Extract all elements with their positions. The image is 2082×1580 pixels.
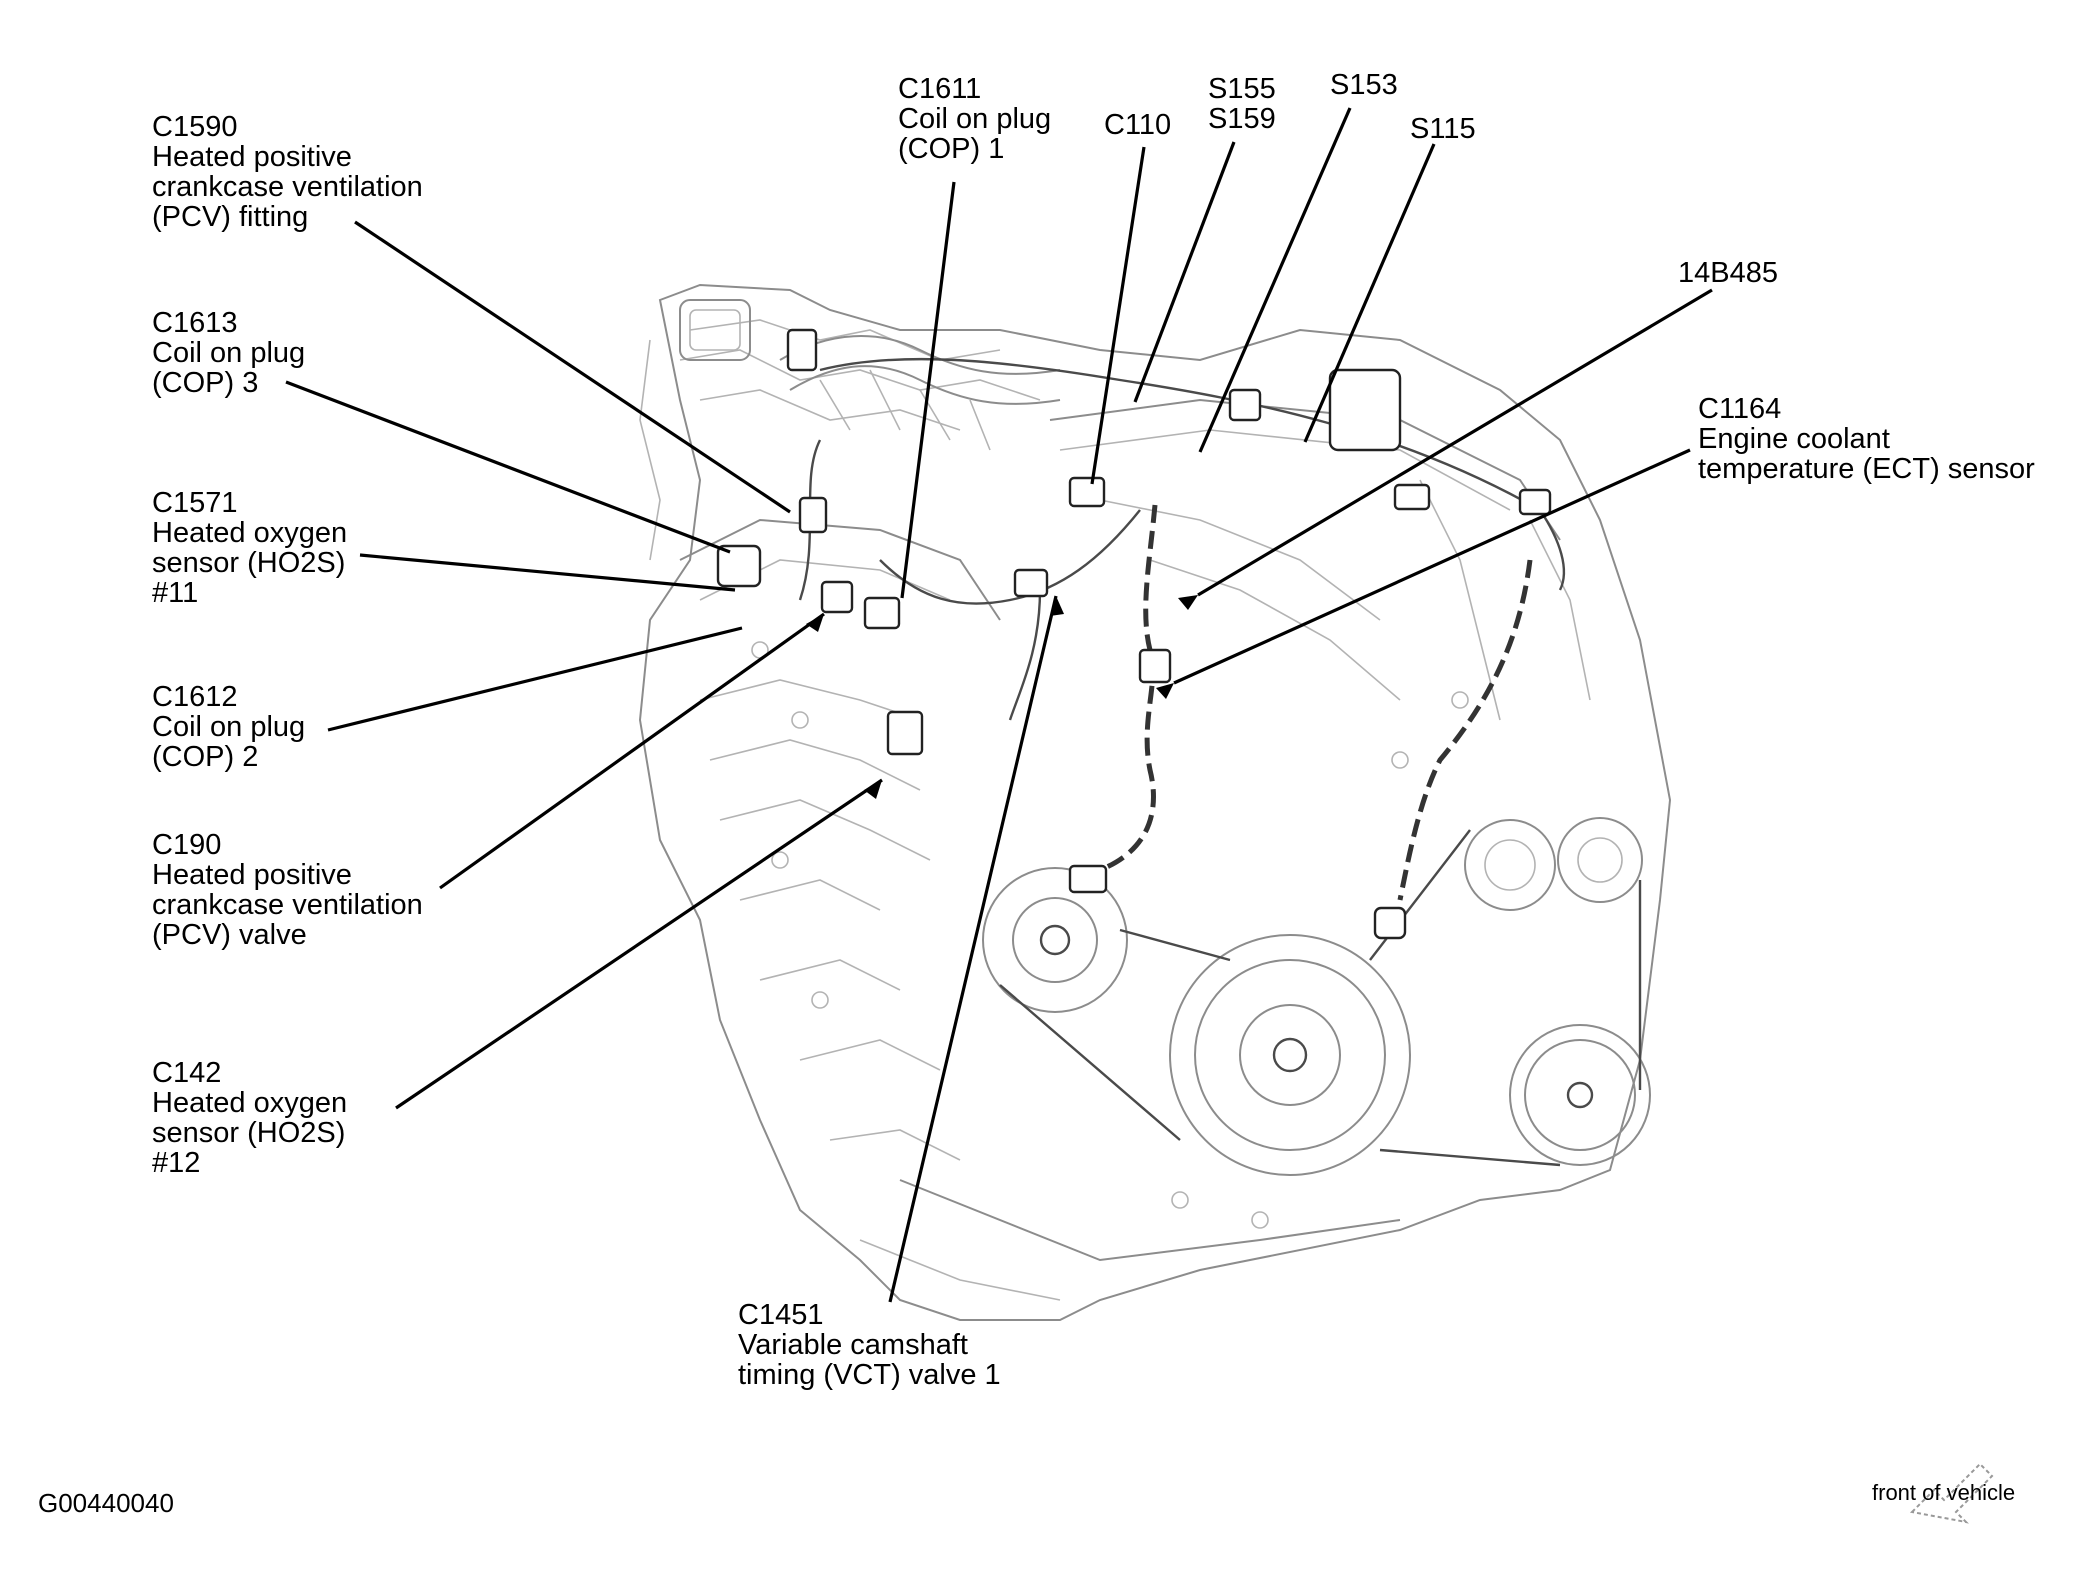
label-line: sensor (HO2S) bbox=[152, 547, 346, 579]
label-line: (COP) 2 bbox=[152, 741, 259, 773]
label-code: C1613 bbox=[152, 307, 238, 339]
label-code: C1571 bbox=[152, 487, 238, 519]
label-code: 14B485 bbox=[1678, 257, 1778, 289]
label-c1590: C1590 Heated positive crankcase ventilat… bbox=[152, 112, 423, 232]
label-line: Heated oxygen bbox=[152, 1087, 348, 1119]
label-code: S153 bbox=[1330, 69, 1398, 101]
label-c190: C190 Heated positive crankcase ventilati… bbox=[152, 830, 423, 950]
connector-c190 bbox=[863, 596, 901, 630]
connector-c1571 bbox=[716, 544, 762, 588]
callout-line-s115 bbox=[1303, 143, 1436, 443]
callout-line-c110 bbox=[1090, 146, 1146, 485]
label-code: S159 bbox=[1208, 103, 1276, 135]
label-c110: C110 bbox=[1104, 110, 1171, 140]
label-s153: S153 bbox=[1330, 70, 1398, 100]
label-code: C110 bbox=[1104, 109, 1172, 141]
label-code: C1612 bbox=[152, 681, 238, 713]
callout-line-c190 bbox=[439, 612, 825, 890]
label-line: Coil on plug bbox=[898, 103, 1052, 135]
label-line: (COP) 1 bbox=[898, 133, 1005, 165]
label-code: S155 bbox=[1208, 73, 1276, 105]
label-code: C142 bbox=[152, 1057, 222, 1089]
label-code: C1611 bbox=[898, 73, 982, 105]
callout-line-c1164 bbox=[1173, 448, 1691, 685]
connector-c1612 bbox=[820, 580, 854, 614]
label-code: S115 bbox=[1410, 113, 1476, 145]
wiring-harness bbox=[798, 357, 1566, 901]
callout-line-c1612 bbox=[327, 626, 743, 732]
label-line: #11 bbox=[152, 577, 199, 609]
connector-right-2 bbox=[1518, 488, 1552, 516]
connector-14b485 bbox=[1228, 388, 1262, 422]
label-line: sensor (HO2S) bbox=[152, 1117, 346, 1149]
label-code: C1164 bbox=[1698, 393, 1782, 425]
callout-line-c1571 bbox=[359, 553, 736, 592]
label-line: timing (VCT) valve 1 bbox=[738, 1359, 1001, 1391]
label-c1612: C1612 Coil on plug (COP) 2 bbox=[152, 682, 305, 772]
label-line: #12 bbox=[152, 1147, 201, 1179]
label-line: (PCV) valve bbox=[152, 919, 307, 951]
label-line: Heated positive bbox=[152, 859, 352, 891]
figure-id: G00440040 bbox=[38, 1488, 174, 1518]
connector-c1164 bbox=[1138, 648, 1172, 684]
label-line: Variable camshaft bbox=[738, 1329, 968, 1361]
connector-lower-mid bbox=[1068, 864, 1108, 894]
callout-lines bbox=[285, 107, 1713, 1303]
connector-s115 bbox=[1328, 368, 1402, 452]
callout-line-c1451 bbox=[888, 595, 1058, 1303]
front-of-vehicle-arrow-icon bbox=[1909, 1462, 1994, 1524]
callout-line-c1590 bbox=[354, 220, 791, 514]
callout-line-c142 bbox=[395, 778, 883, 1110]
callout-arrowheads bbox=[806, 595, 1198, 799]
callout-line-s153 bbox=[1198, 107, 1352, 453]
label-c1451: C1451 Variable camshaft timing (VCT) val… bbox=[738, 1300, 1001, 1390]
connector-top-left bbox=[786, 328, 818, 372]
label-code: C190 bbox=[152, 829, 222, 861]
label-c1571: C1571 Heated oxygen sensor (HO2S) #11 bbox=[152, 488, 347, 608]
connector-right-1 bbox=[1393, 483, 1431, 511]
label-line: temperature (ECT) sensor bbox=[1698, 453, 2035, 485]
label-line: crankcase ventilation bbox=[152, 171, 423, 203]
connectors bbox=[716, 328, 1552, 940]
callout-line-s155 bbox=[1133, 141, 1236, 403]
callout-line-14b485 bbox=[1197, 288, 1713, 597]
label-line: (PCV) fitting bbox=[152, 201, 309, 233]
label-line: Heated positive bbox=[152, 141, 352, 173]
connector-c1590 bbox=[798, 496, 828, 534]
label-c1613: C1613 Coil on plug (COP) 3 bbox=[152, 308, 305, 398]
label-line: Heated oxygen bbox=[152, 517, 348, 549]
label-code: C1590 bbox=[152, 111, 238, 143]
label-c1611: C1611 Coil on plug (COP) 1 bbox=[898, 74, 1051, 164]
label-c142: C142 Heated oxygen sensor (HO2S) #12 bbox=[152, 1058, 347, 1178]
label-c1164: C1164 Engine coolant temperature (ECT) s… bbox=[1698, 394, 2035, 484]
front-of-vehicle-label: front of vehicle bbox=[1872, 1480, 2016, 1505]
label-line: crankcase ventilation bbox=[152, 889, 423, 921]
label-line: Engine coolant bbox=[1698, 423, 1890, 455]
label-line: Coil on plug bbox=[152, 711, 306, 743]
connector-lower-right bbox=[1373, 906, 1407, 940]
label-s115: S115 bbox=[1410, 114, 1476, 144]
connector-c110 bbox=[1068, 476, 1106, 508]
label-line: Coil on plug bbox=[152, 337, 306, 369]
label-line: (COP) 3 bbox=[152, 367, 259, 399]
label-s155-s159: S155 S159 bbox=[1208, 74, 1276, 134]
label-code: C1451 bbox=[738, 1299, 824, 1331]
callout-line-c1613 bbox=[285, 380, 731, 554]
callout-line-c1611 bbox=[900, 181, 956, 599]
connector-c1451 bbox=[1013, 568, 1049, 598]
label-14b485: 14B485 bbox=[1678, 258, 1778, 288]
connector-c142 bbox=[886, 710, 924, 756]
